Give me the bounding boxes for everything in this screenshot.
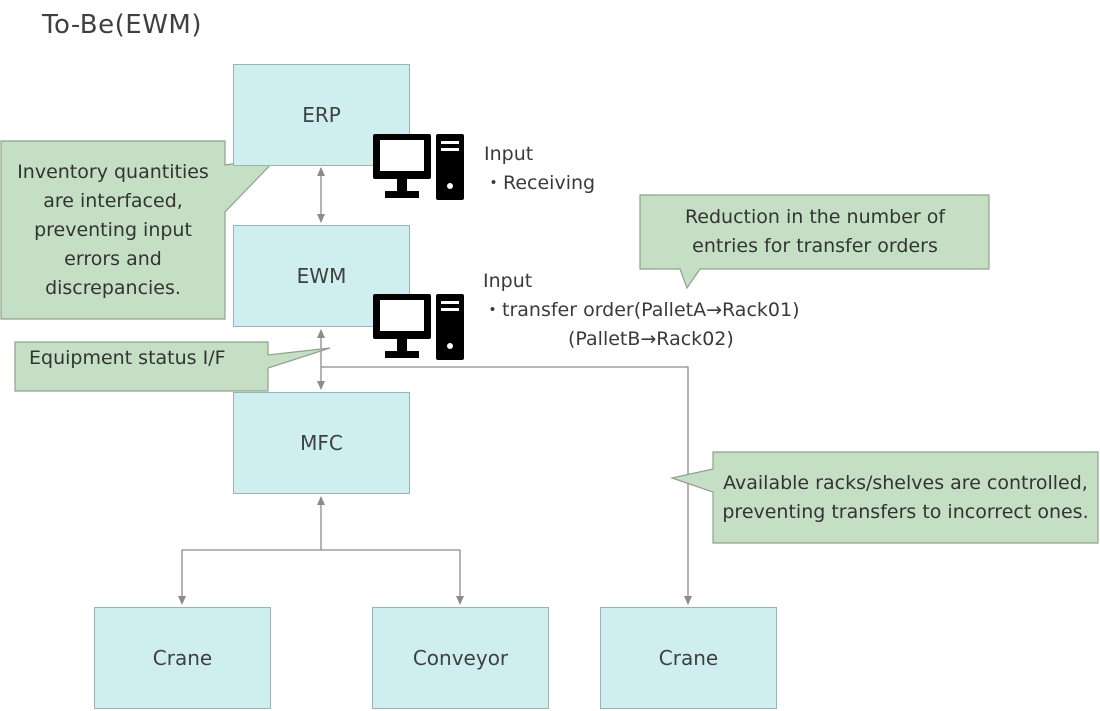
callout-equipment-shape [14, 341, 331, 392]
node-ewm-label: EWM [296, 264, 347, 288]
callout-transfer-shape [639, 194, 990, 290]
node-conveyor: Conveyor [372, 607, 549, 709]
callout-racks-shape [669, 451, 1099, 544]
connector-ewm-crane-right [321, 366, 692, 605]
erp-input-item: ・Receiving [484, 172, 596, 194]
page-title: To-Be(EWM) [42, 10, 202, 40]
callout-inventory: Inventory quantities are interfaced, pre… [17, 160, 209, 299]
desktop-computer-icon [373, 294, 464, 360]
connector-mfc-crane-left [178, 549, 321, 605]
erp-input-label: Input [484, 143, 534, 165]
callout-transfer: Reduction in the number of entries for t… [684, 206, 946, 257]
node-erp-label: ERP [302, 103, 341, 127]
callout-racks: Available racks/shelves are controlled, … [722, 471, 1089, 523]
ewm-input-item-2: (PalletB→Rack02) [568, 328, 734, 350]
callout-inventory-shape [0, 140, 280, 320]
node-conveyor-label: Conveyor [412, 646, 509, 670]
connector-mfc-conveyor [321, 549, 464, 605]
node-crane-right: Crane [600, 607, 777, 709]
node-mfc: MFC [233, 392, 410, 494]
node-mfc-label: MFC [300, 431, 343, 455]
node-crane-left: Crane [94, 607, 271, 709]
callout-equipment: Equipment status I/F [29, 346, 226, 369]
node-crane-left-label: Crane [152, 646, 213, 670]
ewm-input-label: Input [483, 270, 533, 292]
ewm-input-item: ・transfer order(PalletA→Rack01) [483, 299, 800, 321]
node-crane-right-label: Crane [658, 646, 719, 670]
desktop-computer-icon [373, 134, 464, 200]
